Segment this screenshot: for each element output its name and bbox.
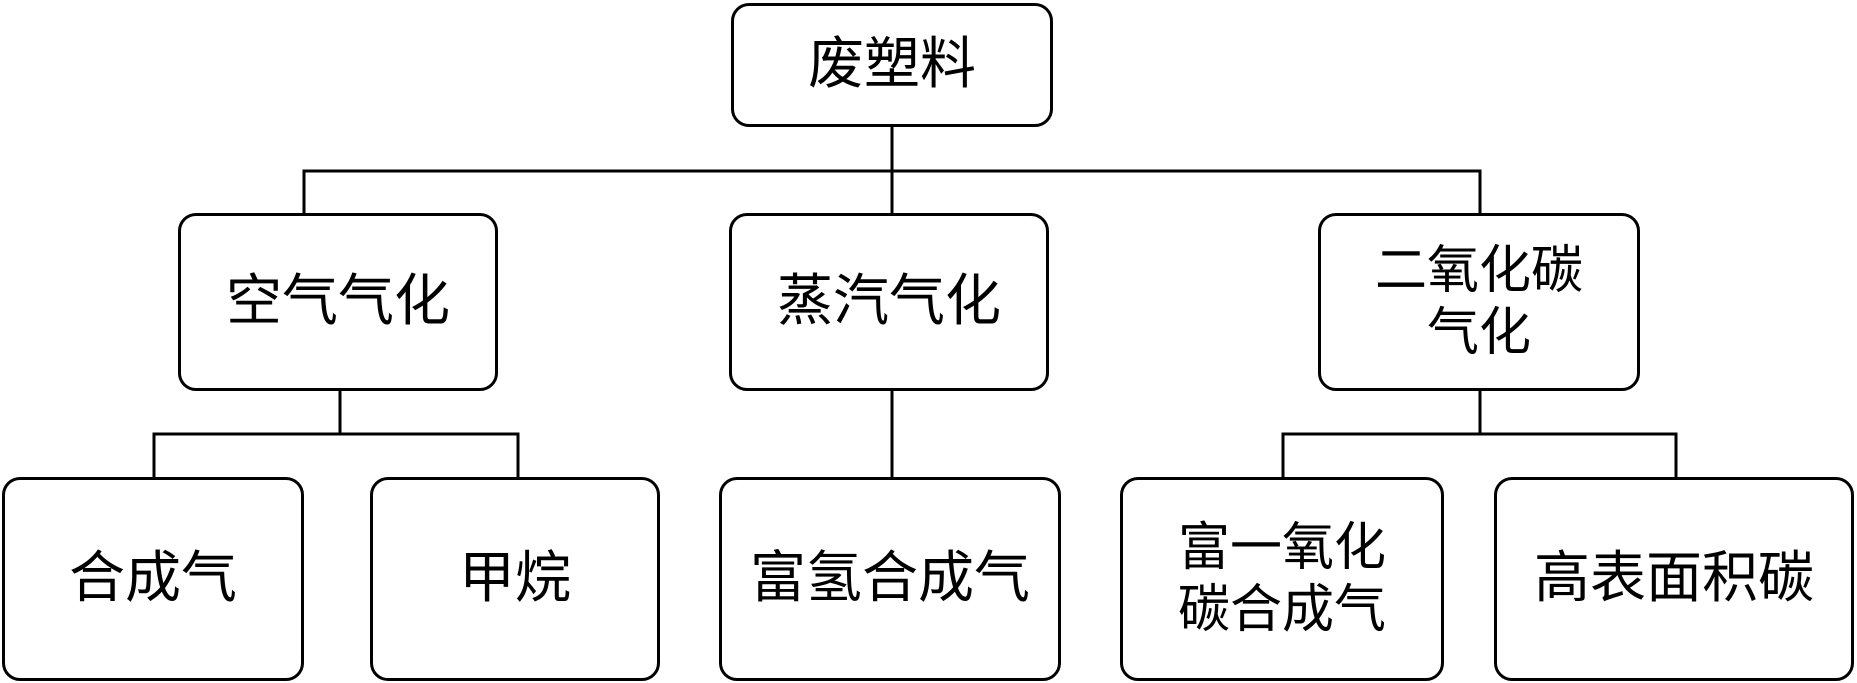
node-waste-plastic-label: 废塑料 [808,32,976,98]
node-methane: 甲烷 [370,477,660,681]
node-high-surface-area-carbon-label: 高表面积碳 [1534,546,1814,612]
node-steam-gasification-label: 蒸汽气化 [777,269,1001,335]
node-hydrogen-rich-syngas-label: 富氢合成气 [750,546,1030,612]
node-syngas: 合成气 [2,477,304,681]
node-air-gasification-label: 空气气化 [226,269,450,335]
node-methane-label: 甲烷 [459,546,571,612]
node-waste-plastic: 废塑料 [731,3,1053,127]
node-air-gasification: 空气气化 [178,213,498,391]
node-co-rich-syngas: 富一氧化 碳合成气 [1120,477,1444,681]
node-co2-gasification: 二氧化碳 气化 [1318,213,1640,391]
node-co2-gasification-label: 二氧化碳 气化 [1374,240,1583,363]
node-high-surface-area-carbon: 高表面积碳 [1494,477,1854,681]
node-co-rich-syngas-label: 富一氧化 碳合成气 [1177,517,1386,640]
node-hydrogen-rich-syngas: 富氢合成气 [719,477,1061,681]
node-steam-gasification: 蒸汽气化 [729,213,1049,391]
node-syngas-label: 合成气 [69,546,237,612]
